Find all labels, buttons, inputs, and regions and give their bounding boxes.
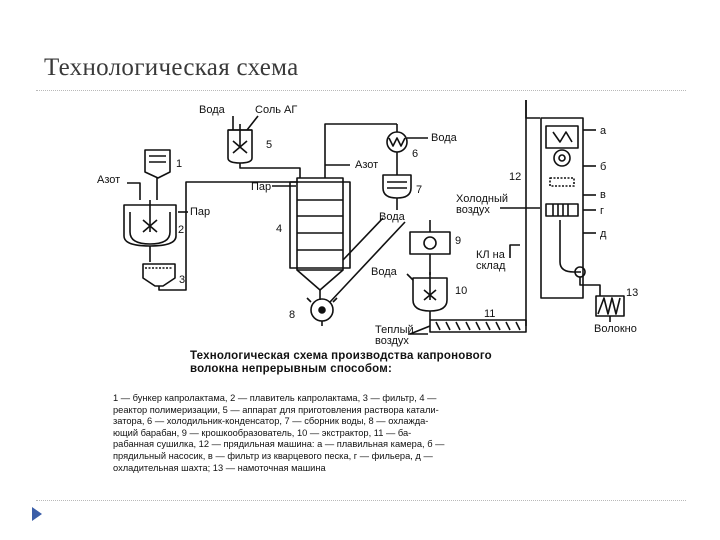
label-nitrogen-7: Азот (355, 159, 378, 171)
label-steam-top: Пар (251, 181, 271, 193)
label-num-9: 9 (455, 235, 461, 247)
label-num-13: 13 (626, 287, 638, 299)
label-d: д (600, 228, 607, 240)
caprolactam-bunker-1 (144, 149, 171, 200)
label-a: а (600, 125, 607, 137)
caption-line-1: Технологическая схема производства капро… (190, 350, 492, 362)
caprolactam-melter-2 (123, 200, 188, 262)
label-num-2: 2 (178, 224, 184, 236)
label-water-6: Вода (431, 132, 458, 144)
legend-line: 1 — бункер капролактама, 2 — плавитель к… (113, 393, 437, 403)
spinning-machine-12 (525, 100, 596, 299)
label-num-11: 11 (484, 308, 495, 320)
label-v: в (600, 189, 606, 201)
polymerization-reactor-4 (289, 177, 351, 300)
catalyst-apparatus-5 (227, 115, 259, 164)
label-steam-2: Пар (190, 206, 210, 218)
label-air-warm: воздух (375, 335, 409, 347)
legend-line: прядильный насосик, в — фильтр из кварце… (113, 450, 433, 461)
label-num-6: 6 (412, 148, 418, 160)
condenser-6 (324, 123, 428, 178)
legend-line: реактор полимеризации, 5 — аппарат для п… (113, 404, 439, 415)
label-num-4: 4 (276, 223, 282, 235)
water-collector-7 (382, 174, 412, 210)
diagram-caption: Технологическая схема производства капро… (190, 350, 610, 376)
extractor-10 (406, 272, 448, 320)
filter-3 (142, 181, 298, 291)
label-b: б (600, 161, 606, 173)
legend-line: ющий барабан, 9 — крошкообразователь, 10… (113, 427, 412, 438)
slide-bullet-icon (30, 506, 44, 527)
crumb-former-9 (409, 220, 451, 275)
label-air-cold: воздух (456, 204, 490, 216)
label-num-1: 1 (176, 158, 182, 170)
label-num-3: 3 (179, 274, 185, 286)
label-num-10: 10 (455, 285, 467, 297)
label-nitrogen-left: Азот (97, 174, 120, 186)
label-cold: Холодный (456, 193, 508, 205)
winding-machine-13 (595, 295, 625, 322)
label-fiber: Волокно (594, 323, 637, 335)
label-num-5: 5 (266, 139, 272, 151)
diagram-legend: 1 — бункер капролактама, 2 — плавитель к… (113, 393, 623, 474)
label-num-8: 8 (289, 309, 295, 321)
cooling-drum-8 (306, 221, 406, 326)
label-warehouse: склад (476, 260, 506, 272)
legend-line: затора, 6 — холодильник-конденсатор, 7 —… (113, 416, 429, 427)
label-warm: Теплый (375, 324, 414, 336)
label-kl-to: КЛ на (476, 249, 506, 261)
label-water-10: Вода (371, 266, 398, 278)
legend-line: охладительная шахта; 13 — намоточная маш… (113, 462, 326, 473)
slide-title: Технологическая схема (44, 54, 299, 81)
footer-divider (36, 500, 686, 501)
label-salt-ag: Соль АГ (255, 104, 297, 116)
label-g: г (600, 205, 604, 217)
label-water-top: Вода (199, 104, 226, 116)
title-divider (36, 90, 686, 91)
legend-line: рабанная сушилка, 12 — прядильная машина… (113, 439, 445, 450)
label-num-7: 7 (416, 184, 422, 196)
label-num-12: 12 (509, 171, 521, 183)
label-water-7: Вода (379, 211, 406, 223)
caption-line-2: волокна непрерывным способом: (190, 363, 392, 375)
drum-dryer-11 (409, 100, 527, 335)
